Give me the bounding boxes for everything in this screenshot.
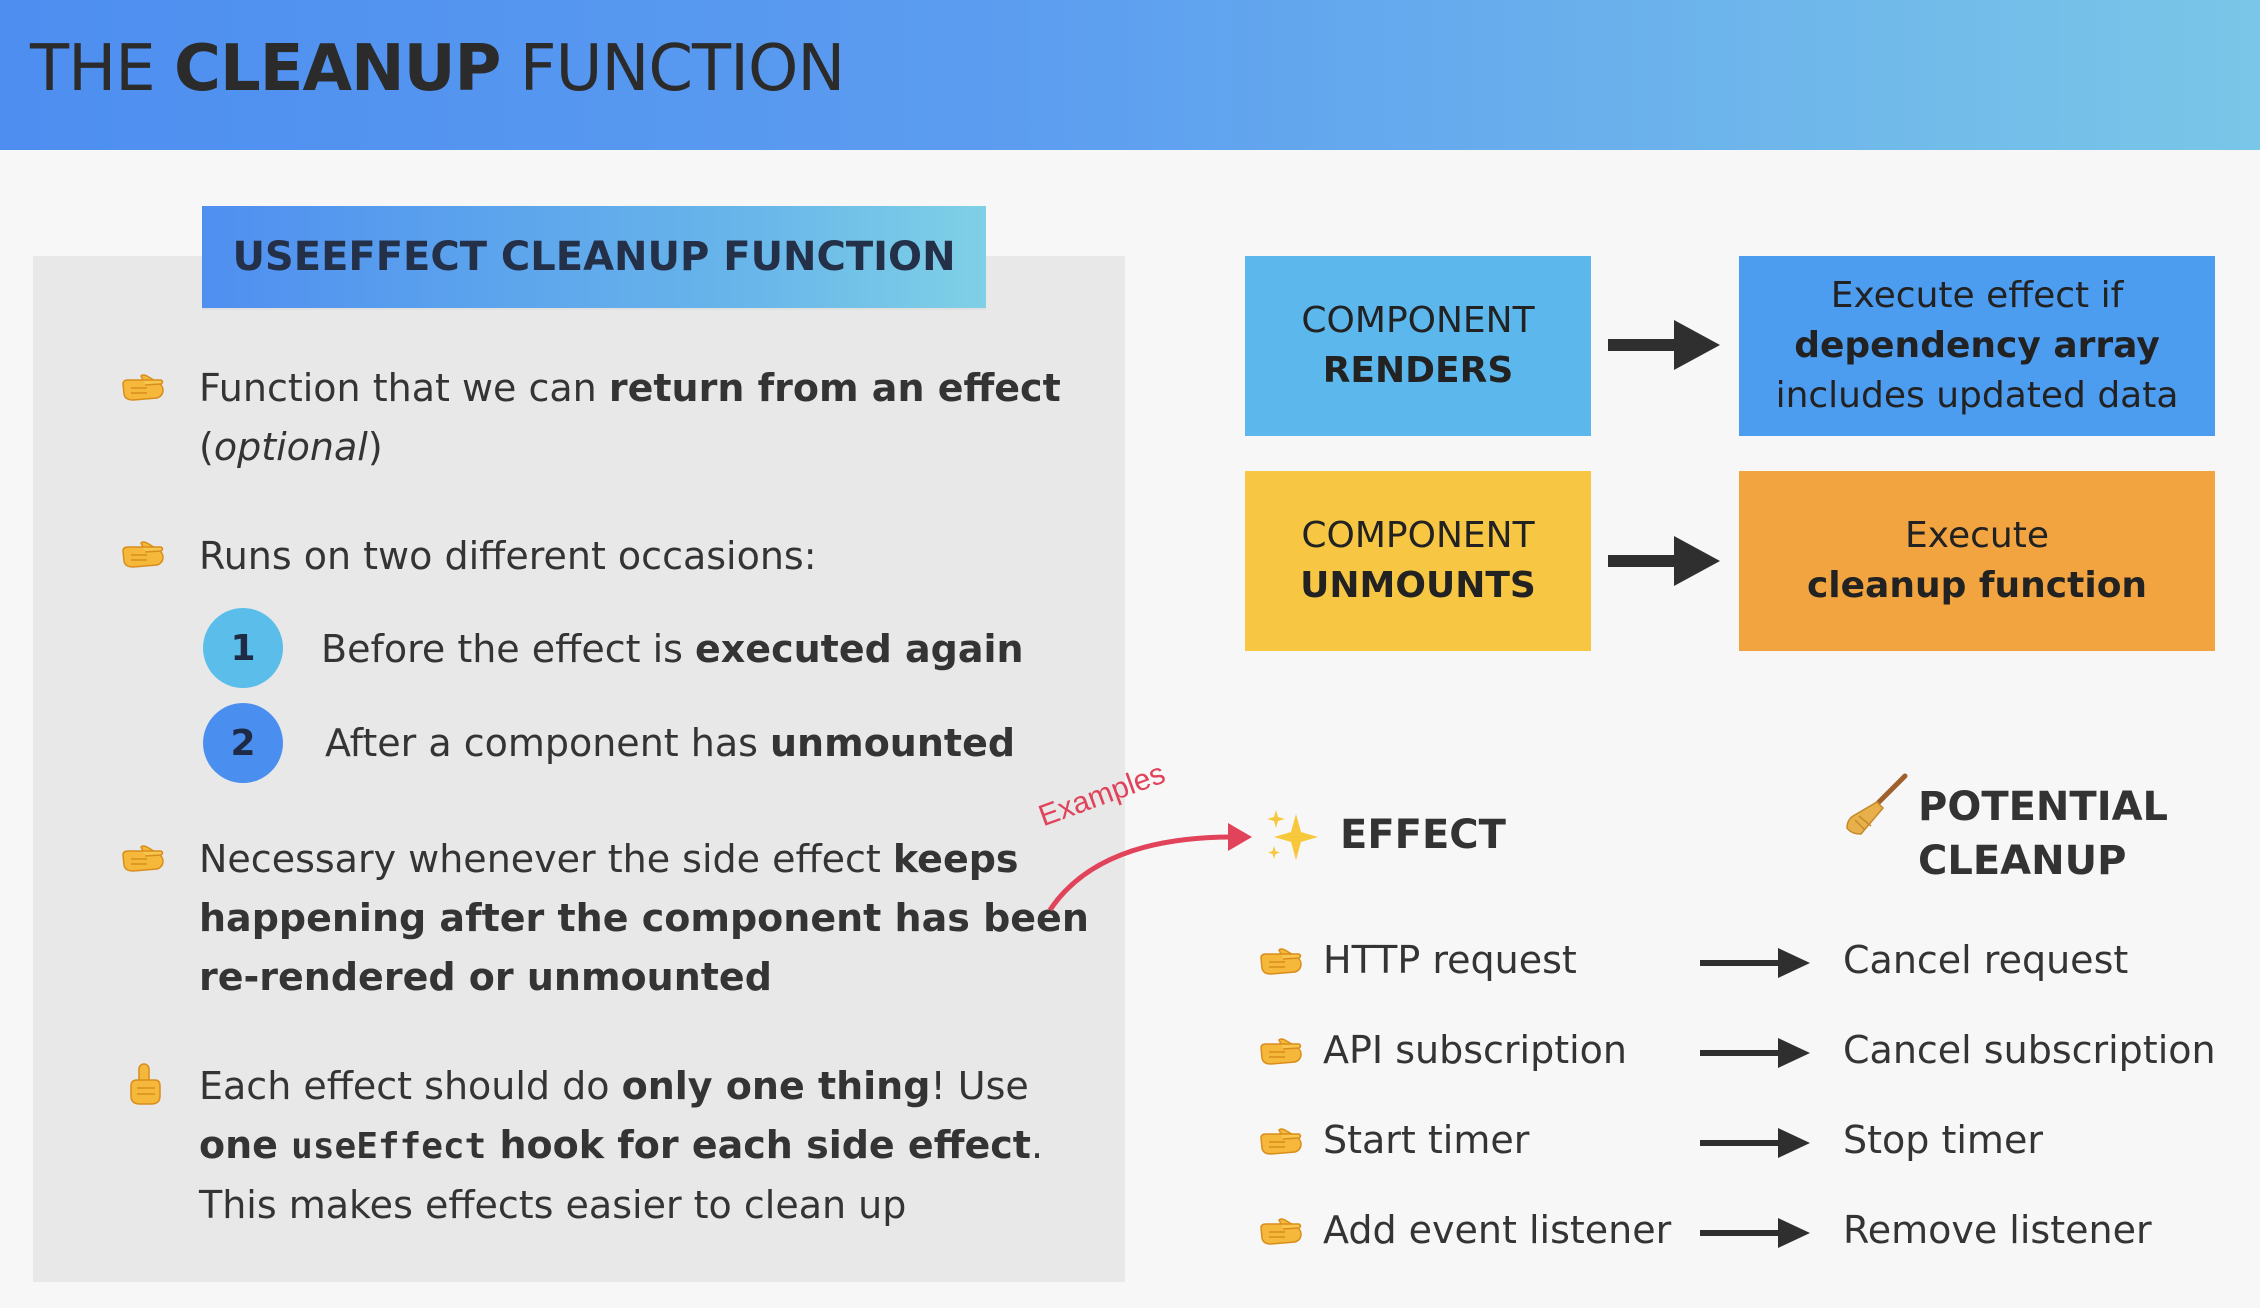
bullet-one-thing: Each effect should do only one thing! Us… [199, 1064, 1044, 1227]
cleanup-cancel-subscription: Cancel subscription [1843, 1028, 2216, 1072]
bullet-return-effect: Function that we can return from an effe… [199, 366, 1061, 469]
broom-icon [1843, 772, 1911, 838]
cleanup-stop-timer: Stop timer [1843, 1118, 2043, 1162]
examples-curved-arrow [1047, 823, 1252, 912]
header-bar: THE CLEANUP FUNCTION [0, 0, 2260, 150]
step-number-1: 1 [203, 608, 283, 688]
step-number-2: 2 [203, 703, 283, 783]
pointing-hand-icon [1259, 1038, 1303, 1068]
arrow-right-icon [1700, 1218, 1810, 1248]
occasion-executed-again: Before the effect is executed again [321, 627, 1024, 671]
arrow-right-icon [1700, 1038, 1810, 1068]
pointing-hand-icon [1259, 1218, 1303, 1248]
cleanup-cancel-request: Cancel request [1843, 938, 2129, 982]
pointing-hand-icon [121, 541, 165, 571]
sparkles-icon [1262, 806, 1322, 866]
pointing-hand-icon [121, 374, 165, 404]
bullet-necessary: Necessary whenever the side effect keeps… [199, 837, 1089, 999]
page-title: THE CLEANUP FUNCTION [30, 32, 845, 106]
arrow-right-icon [1608, 320, 1720, 370]
effect-http-request: HTTP request [1323, 938, 1577, 982]
pointing-hand-icon [1259, 1128, 1303, 1158]
panel-title: USEEFFECT CLEANUP FUNCTION [202, 206, 986, 308]
bullet-two-occasions: Runs on two different occasions: [199, 534, 817, 578]
pointing-hand-icon [1259, 948, 1303, 978]
effect-start-timer: Start timer [1323, 1118, 1530, 1162]
effect-add-event-listener: Add event listener [1323, 1208, 1672, 1252]
pointing-hand-icon [121, 845, 165, 875]
arrow-right-icon [1700, 948, 1810, 978]
index-pointing-up-icon [127, 1062, 163, 1106]
effect-api-subscription: API subscription [1323, 1028, 1627, 1072]
occasion-unmounted: After a component has unmounted [325, 721, 1016, 765]
arrow-right-icon [1608, 536, 1720, 586]
cleanup-remove-listener: Remove listener [1843, 1208, 2152, 1252]
arrow-right-icon [1700, 1128, 1810, 1158]
effect-column-header: EFFECT [1340, 812, 1506, 858]
